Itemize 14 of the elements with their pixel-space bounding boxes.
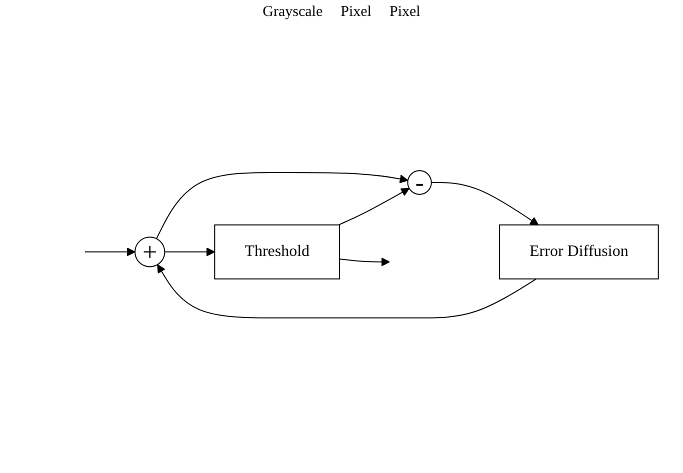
arrow: [164, 247, 215, 256]
node-circle: +: [134, 236, 165, 267]
node-box: Error Diffusion: [498, 224, 659, 279]
signal-label: Pixel: [340, 4, 372, 21]
arrow: [338, 257, 390, 266]
node-box: Threshold: [214, 224, 340, 279]
arrow: [430, 182, 539, 225]
arrow: [84, 247, 136, 256]
arrow: [338, 187, 410, 225]
signal-label: Pixel: [389, 4, 420, 21]
node-circle: -: [407, 170, 432, 194]
signal-label: Grayscale: [262, 4, 323, 21]
arrow: [156, 264, 537, 318]
arrow: [156, 172, 408, 239]
